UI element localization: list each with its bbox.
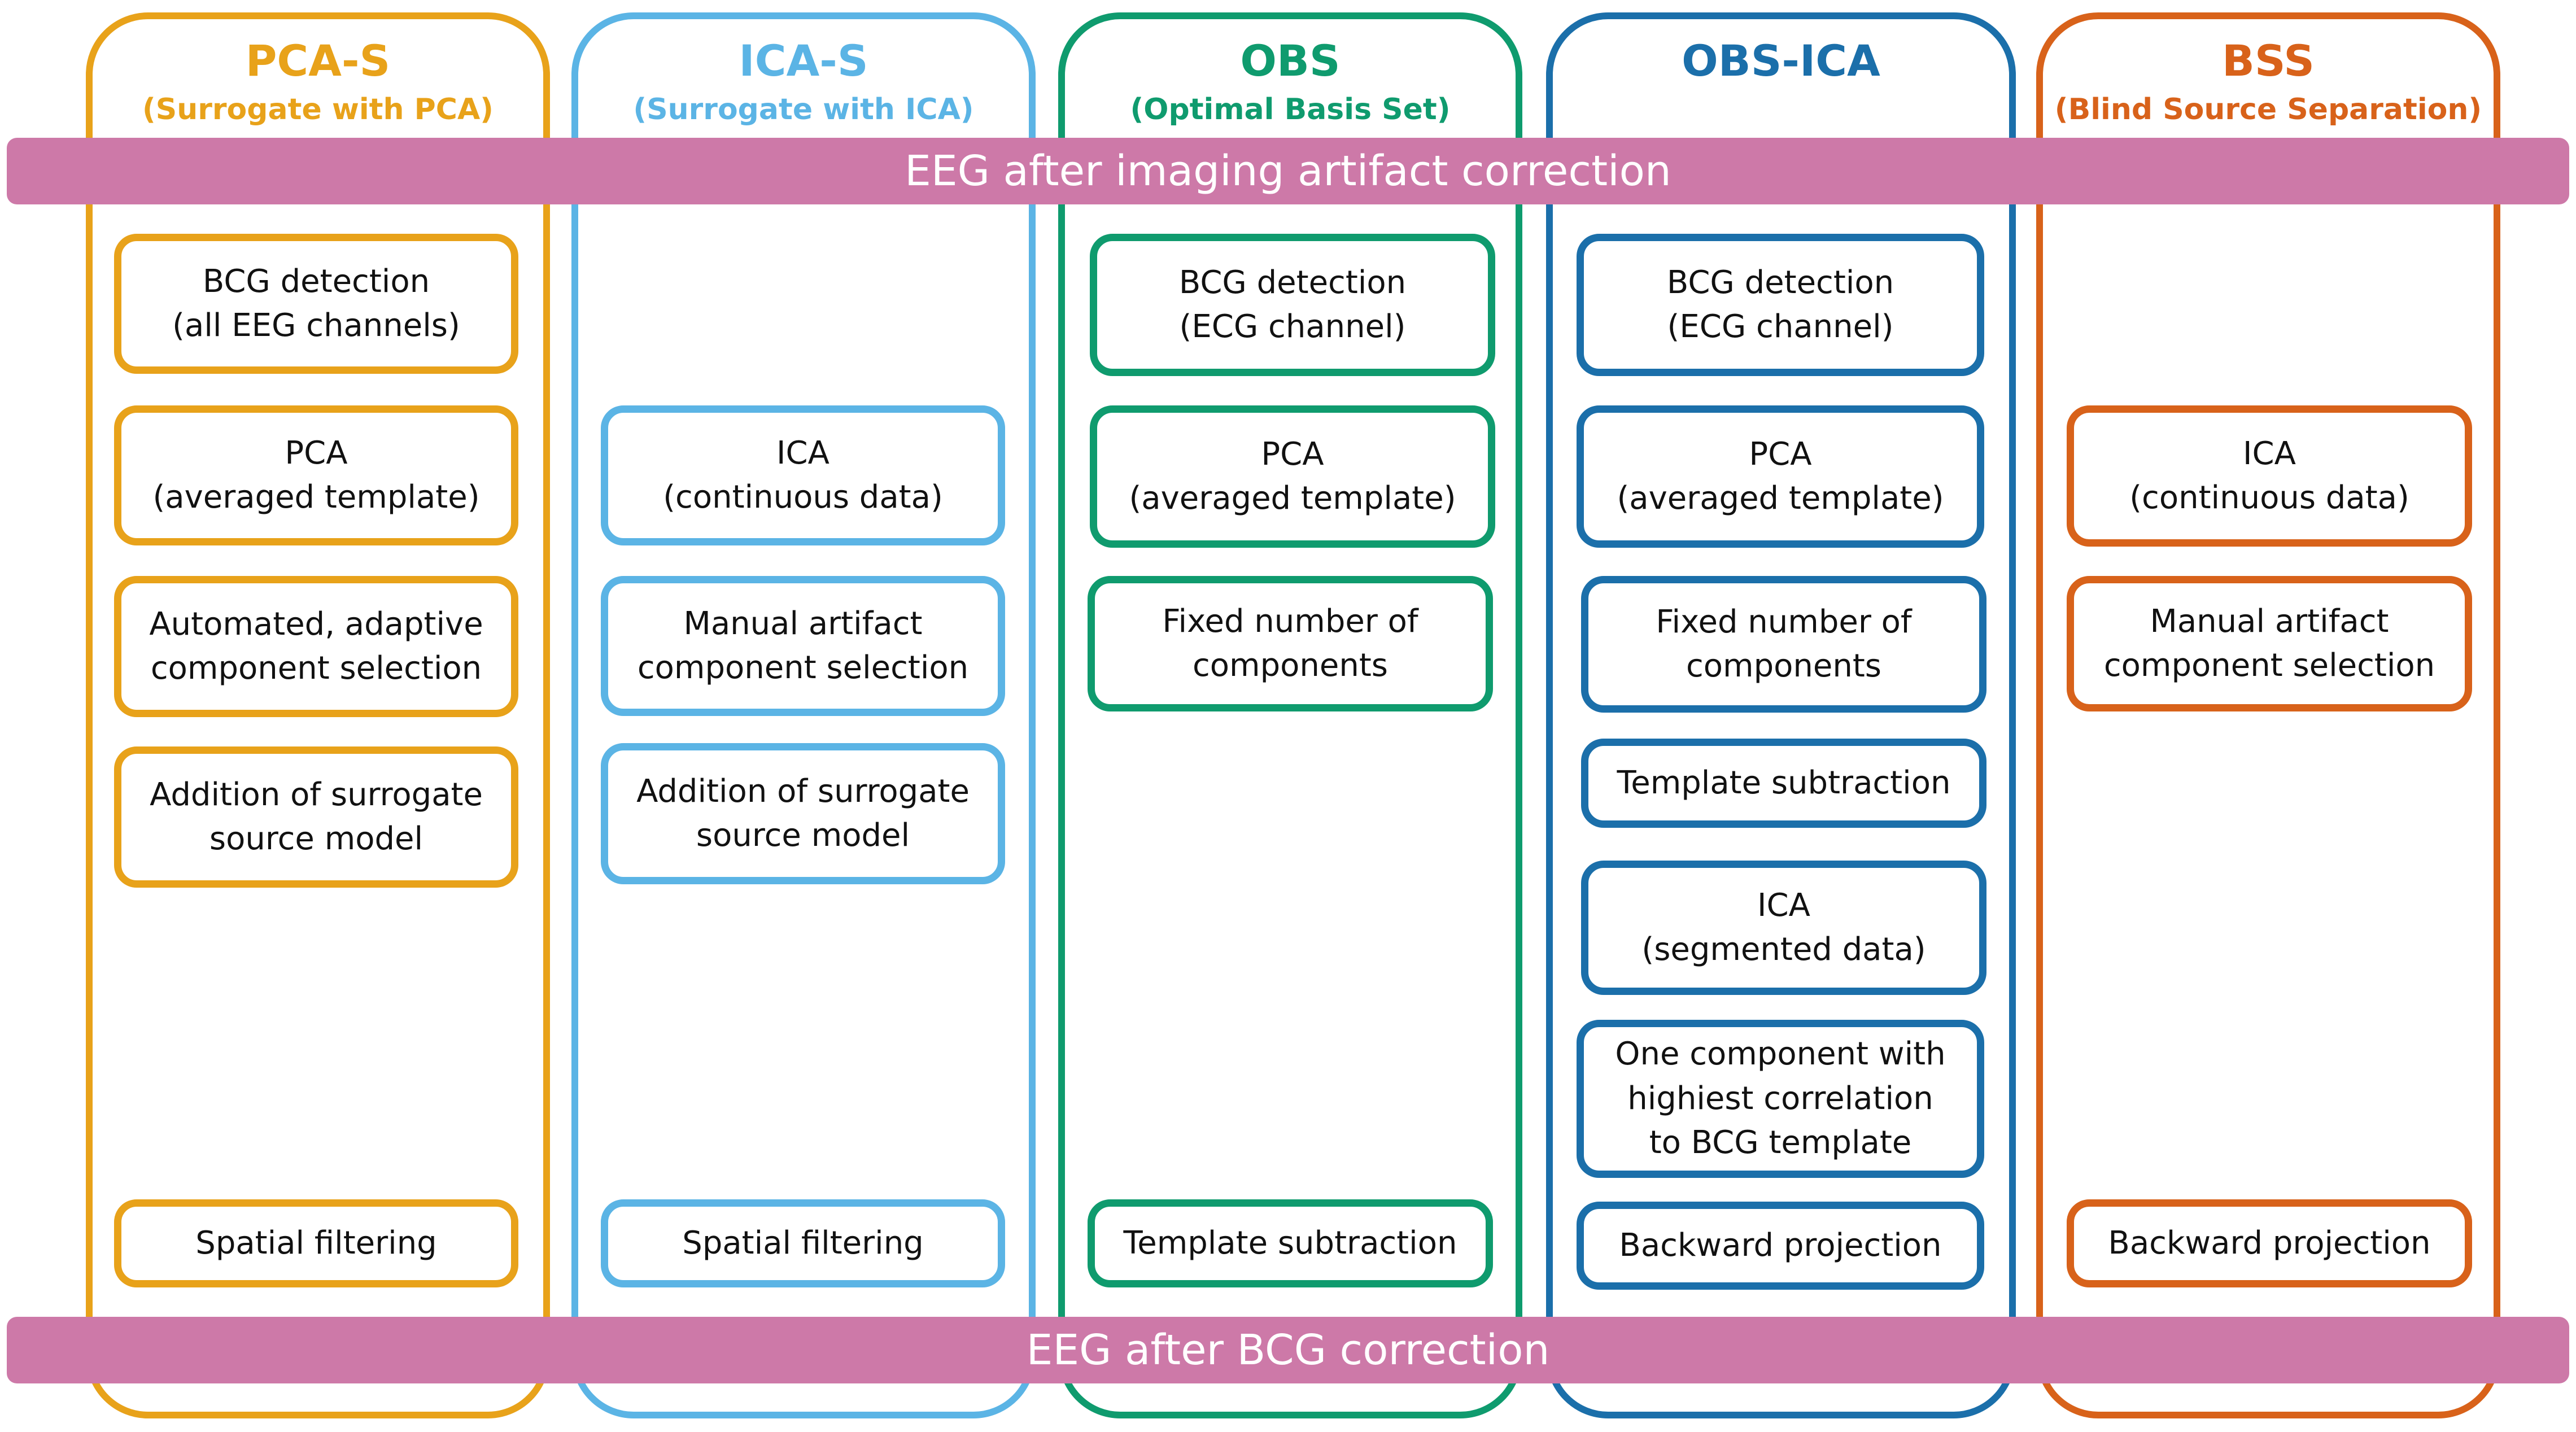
step-text-line: (continuous data) — [2129, 479, 2409, 516]
step-box: Template subtraction — [1581, 739, 1986, 828]
step-text-line: (all EEG channels) — [172, 307, 460, 344]
step-text-line: Addition of surrogate — [150, 776, 483, 813]
step-text-line: (continuous data) — [663, 479, 943, 516]
step-box: ICA (segmented data) — [1581, 861, 1986, 995]
column-title: BSS — [2222, 36, 2315, 86]
step-box: One component with highiest correlation to… — [1577, 1020, 1984, 1178]
step-box: Fixed number of components — [1088, 576, 1493, 711]
step-box: Addition of surrogate source model — [114, 746, 518, 888]
step-box: BCG detection (ECG channel) — [1577, 234, 1984, 376]
step-text-line: ICA — [776, 434, 829, 471]
step-text-line: components — [1193, 647, 1388, 684]
column-subtitle: (Blind Source Separation) — [2054, 93, 2482, 126]
column-title: OBS — [1240, 36, 1341, 86]
column-subtitle: (Surrogate with ICA) — [633, 93, 974, 126]
step-text-line: Spatial filtering — [682, 1224, 924, 1261]
step-text-line: PCA — [1749, 435, 1812, 473]
step-text-line: highiest correlation — [1627, 1080, 1933, 1117]
step-text-line: Automated, adaptive — [149, 605, 483, 643]
column-title: OBS-ICA — [1682, 36, 1880, 86]
step-text-line: Addition of surrogate — [636, 772, 970, 810]
step-box: Automated, adaptive component selection — [114, 576, 518, 717]
step-box: Backward projection — [2067, 1199, 2472, 1287]
step-text-line: BCG detection — [202, 263, 430, 300]
step-text-line: to BCG template — [1649, 1124, 1912, 1162]
step-text-line: Backward projection — [1619, 1226, 1942, 1264]
step-text-line: (averaged template) — [1129, 480, 1456, 517]
step-text-line: One component with — [1615, 1036, 1946, 1073]
step-text-line: (averaged template) — [152, 479, 480, 516]
step-text-line: Template subtraction — [1123, 1224, 1457, 1261]
step-text-line: Manual artifact — [683, 605, 923, 642]
step-box: PCA (averaged template) — [1090, 405, 1495, 548]
step-box: Spatial filtering — [601, 1199, 1005, 1287]
step-box: BCG detection (ECG channel) — [1090, 234, 1495, 376]
step-text-line: ICA — [1757, 887, 1810, 924]
step-text-line: (segmented data) — [1641, 931, 1926, 968]
step-text-line: Backward projection — [2108, 1224, 2431, 1261]
step-text-line: Manual artifact — [2150, 603, 2389, 640]
step-box: Addition of surrogate source model — [601, 743, 1005, 884]
band-top-eeg-after-imaging-artifact-correction: EEG after imaging artifact correction — [7, 138, 2569, 204]
step-box: PCA (averaged template) — [114, 405, 518, 545]
step-text-line: ICA — [2243, 435, 2296, 472]
column-title: ICA-S — [739, 36, 868, 86]
step-text-line: source model — [696, 817, 910, 854]
step-text-line: BCG detection — [1666, 264, 1894, 301]
step-text-line: (averaged template) — [1617, 480, 1944, 517]
step-box: BCG detection (all EEG channels) — [114, 234, 518, 374]
column-bss: BSS (Blind Source Separation) — [2036, 12, 2500, 1418]
column-subtitle: (Surrogate with PCA) — [142, 93, 494, 126]
step-text-line: components — [1686, 648, 1881, 684]
step-text-line: (ECG channel) — [1179, 308, 1406, 345]
step-text-line: Template subtraction — [1617, 764, 1951, 801]
step-box: ICA (continuous data) — [2067, 405, 2472, 547]
step-box: Template subtraction — [1088, 1199, 1493, 1287]
step-text-line: Fixed number of — [1162, 603, 1418, 640]
step-text-line: PCA — [285, 434, 348, 471]
step-text-line: Fixed number of — [1656, 603, 1912, 640]
step-box: PCA (averaged template) — [1577, 405, 1984, 548]
step-text-line: component selection — [2103, 647, 2435, 684]
step-box: Manual artifact component selection — [601, 576, 1005, 716]
step-box: Backward projection — [1577, 1202, 1984, 1290]
step-text-line: Spatial filtering — [195, 1224, 437, 1261]
step-text-line: PCA — [1261, 435, 1324, 473]
step-box: Manual artifact component selection — [2067, 576, 2472, 711]
step-box: Spatial filtering — [114, 1199, 518, 1287]
column-subtitle: (Optimal Basis Set) — [1130, 93, 1451, 126]
step-text-line: source model — [209, 820, 423, 857]
band-bottom-eeg-after-bcg-correction: EEG after BCG correction — [7, 1317, 2569, 1383]
step-text-line: (ECG channel) — [1667, 308, 1894, 345]
column-title: PCA-S — [245, 36, 391, 86]
step-text-line: BCG detection — [1178, 264, 1407, 301]
step-text-line: component selection — [150, 650, 482, 687]
step-box: Fixed number of components — [1581, 576, 1986, 713]
step-box: ICA (continuous data) — [601, 405, 1005, 545]
step-text-line: component selection — [637, 649, 969, 686]
